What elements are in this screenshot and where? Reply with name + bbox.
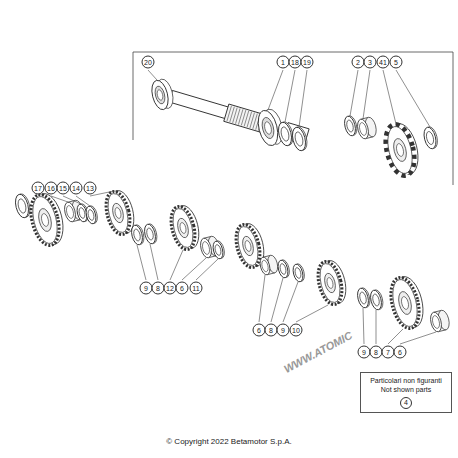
leader-line: [396, 70, 430, 127]
ring-part: [211, 240, 226, 260]
bush-part: [429, 309, 451, 333]
copyright-note: © Copyright 2022 Betamotor S.p.A.: [166, 437, 292, 446]
bush-part: [356, 116, 378, 140]
leader-line: [63, 196, 81, 204]
group-frame: [133, 52, 453, 185]
leader-line: [182, 258, 206, 280]
leader-line: [268, 70, 283, 110]
ring-part: [291, 263, 306, 283]
ring-part: [422, 126, 439, 150]
bush-part: [199, 235, 221, 259]
main-shaft: [168, 88, 309, 146]
leader-line: [285, 70, 295, 122]
callout-number: 15: [57, 182, 70, 195]
bush-part: [258, 254, 279, 276]
callout-number: 14: [70, 182, 83, 195]
leader-line: [259, 275, 265, 322]
leader-line: [363, 308, 364, 344]
callout-number: 20: [142, 56, 155, 69]
callout-number: 6: [176, 282, 189, 295]
gear-part: [26, 191, 68, 249]
callout-number: 13: [84, 182, 97, 195]
gear-part: [386, 274, 428, 332]
ring-part: [343, 115, 359, 137]
leader-line: [383, 70, 396, 124]
leader-line: [271, 278, 283, 322]
ring-part: [356, 287, 372, 309]
sprocket-part: [381, 121, 423, 179]
note-line: Not shown parts: [381, 386, 432, 393]
callout-number: 17: [32, 182, 45, 195]
callout-number: 3: [364, 56, 377, 69]
leader-line: [196, 259, 218, 280]
leader-line: [350, 70, 358, 116]
callout-number: 5: [390, 56, 403, 69]
leader-line: [137, 245, 146, 280]
ring-part: [13, 193, 32, 220]
callout-number: 10: [290, 324, 303, 337]
note-line: 4: [400, 397, 412, 409]
leader-line: [150, 244, 158, 280]
gear-part: [167, 203, 203, 252]
leader-line: [400, 332, 436, 344]
note-text: 4: [365, 394, 447, 409]
leader-line: [299, 70, 307, 127]
leader-line: [388, 329, 403, 344]
ring-part: [84, 205, 99, 225]
callout-number: 41: [377, 56, 390, 69]
gear-part: [314, 258, 350, 307]
callout-number: 6: [394, 346, 407, 359]
callout-number: 9: [277, 324, 290, 337]
callout-number: 11: [190, 282, 203, 295]
leader-line: [296, 305, 328, 322]
ring-part: [143, 223, 159, 245]
leader-line: [376, 310, 377, 344]
note-text: Particolari non figuranti: [365, 376, 447, 385]
leader-line: [283, 282, 298, 322]
leader-line: [148, 70, 157, 80]
ring-part: [130, 224, 146, 246]
leader-line: [76, 196, 90, 206]
callout-number: 19: [301, 56, 314, 69]
ring-part: [276, 259, 291, 279]
leader-line: [363, 70, 370, 119]
bearing-part: [149, 77, 176, 111]
spline-lines: [227, 106, 263, 131]
note-box: Particolari non figurantiNot shown parts…: [360, 372, 452, 413]
ring-part: [290, 126, 309, 153]
ring-part: [369, 289, 385, 311]
note-text: Not shown parts: [365, 385, 447, 394]
note-line: Particolari non figuranti: [370, 377, 442, 384]
leader-line: [170, 250, 183, 280]
